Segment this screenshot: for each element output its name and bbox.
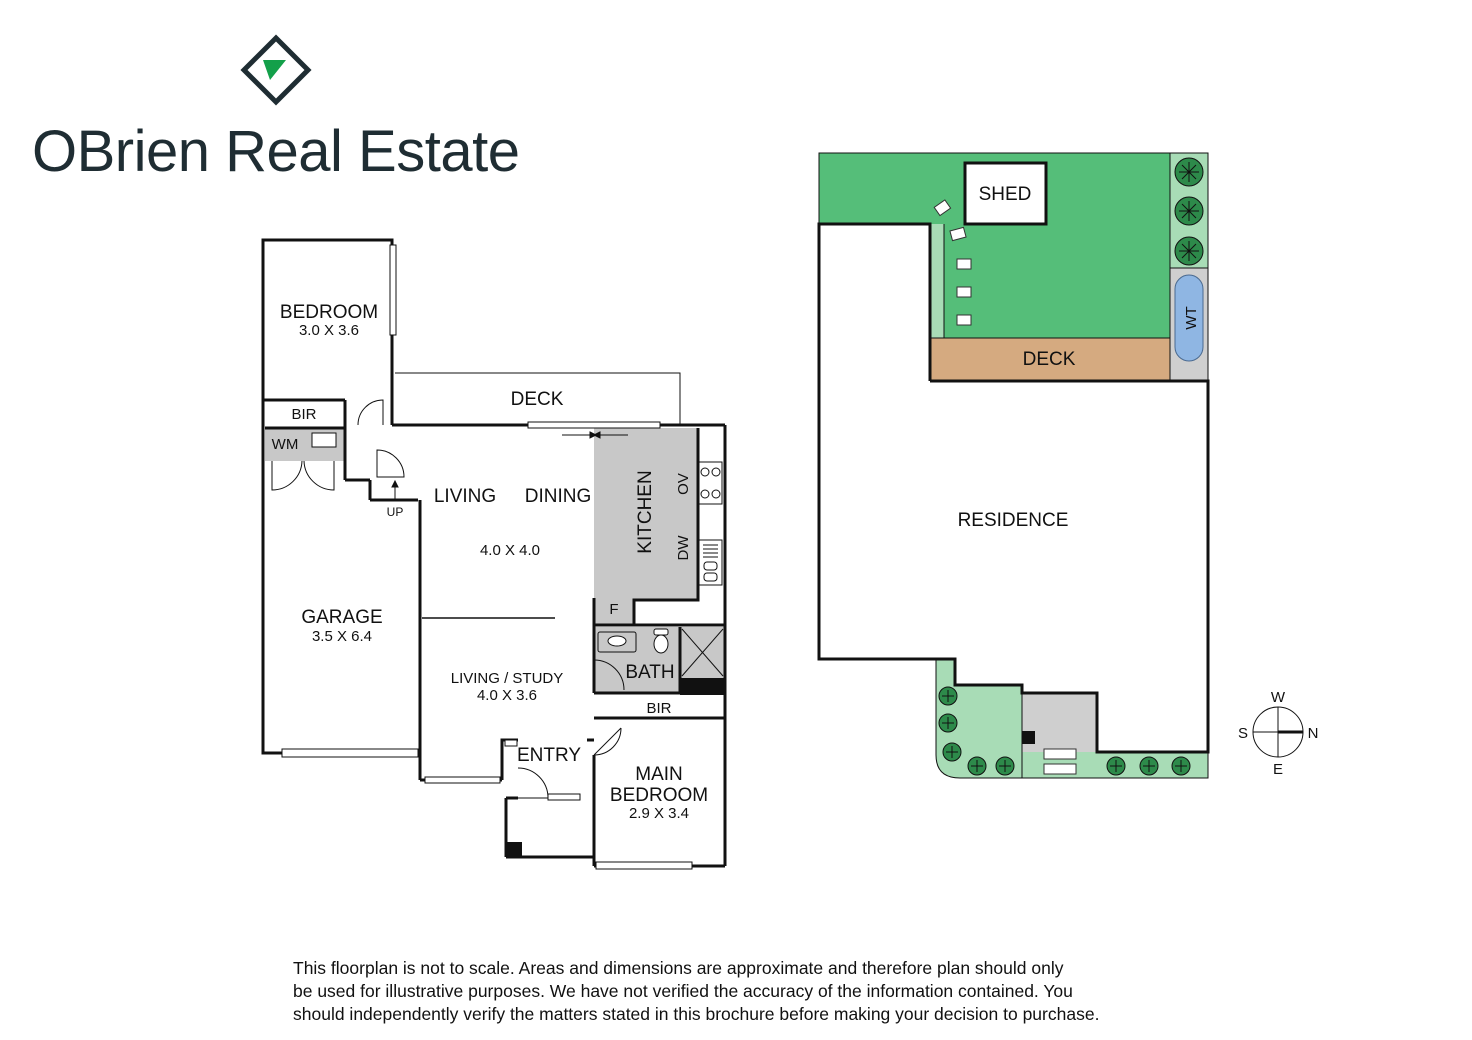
main-bedroom-label-2: BEDROOM xyxy=(610,785,708,806)
up-label: UP xyxy=(387,505,404,519)
kitchen-appliances xyxy=(698,461,723,586)
living-study-label: LIVING / STUDY xyxy=(451,670,564,687)
sliding-door-arrows xyxy=(562,431,628,439)
bath-storage-block xyxy=(680,678,725,695)
fridge-space xyxy=(594,595,634,625)
laundry-tub xyxy=(311,432,337,448)
shed-box xyxy=(963,161,1048,226)
tree-icon xyxy=(938,686,958,706)
main-bedroom-label-1: MAIN xyxy=(635,764,683,785)
site-deck xyxy=(930,338,1170,381)
deck-label: DECK xyxy=(511,389,564,410)
disclaimer: This floorplan is not to scale. Areas an… xyxy=(293,957,1213,1026)
brand-logo xyxy=(30,30,550,190)
entry-label: ENTRY xyxy=(517,745,581,766)
tree-icon xyxy=(967,756,987,776)
site-deck-label: DECK xyxy=(1023,349,1076,370)
garage-label: GARAGE xyxy=(301,607,382,628)
tree-icon xyxy=(1106,756,1126,776)
garden-strip-left xyxy=(930,224,944,338)
stairs-up-arrow xyxy=(391,479,399,500)
tree-icon xyxy=(1174,196,1204,226)
windows xyxy=(281,244,693,870)
dishwasher-label: DW xyxy=(675,535,692,561)
tree-icon xyxy=(1174,236,1204,266)
bedroom-label: BEDROOM xyxy=(280,302,378,323)
kitchen-floor xyxy=(594,428,698,600)
floorplan: BEDROOM 3.0 X 3.6 BIR WM UP DECK LIVING … xyxy=(261,238,727,870)
residence-outline xyxy=(817,222,1210,754)
living-dims: 4.0 X 4.0 xyxy=(480,542,540,559)
stepping-stones xyxy=(933,199,1077,775)
doors xyxy=(271,399,625,799)
tree-icon xyxy=(942,742,962,762)
bath-label: BATH xyxy=(625,662,674,683)
tree-icon xyxy=(1139,756,1159,776)
compass-e: E xyxy=(1273,761,1283,778)
deck-outline xyxy=(395,372,681,425)
residence-label: RESIDENCE xyxy=(958,510,1069,531)
shed-label: SHED xyxy=(979,184,1032,205)
brand-name: OBrien Real Estate xyxy=(32,119,520,184)
bir-top-label: BIR xyxy=(291,406,316,423)
diamond-logo-icon xyxy=(240,34,312,106)
main-bedroom-dims: 2.9 X 3.4 xyxy=(629,805,689,822)
wm-label: WM xyxy=(272,436,299,453)
compass-s: S xyxy=(1238,725,1248,742)
compass-n: N xyxy=(1308,725,1319,742)
lawn-area xyxy=(819,153,1170,338)
entry-post-block xyxy=(506,842,522,857)
tree-icon xyxy=(995,756,1015,776)
living-study-dims: 4.0 X 3.6 xyxy=(477,687,537,704)
siteplan: SHED DECK WT RESIDENCE xyxy=(817,152,1210,779)
disclaimer-line: be used for illustrative purposes. We ha… xyxy=(293,981,1073,1001)
compass-w: W xyxy=(1271,689,1286,706)
bath-fixtures xyxy=(597,628,724,677)
compass-icon: W S N E xyxy=(1238,689,1318,778)
garage-dims: 3.5 X 6.4 xyxy=(312,628,372,645)
bir-main-label: BIR xyxy=(646,700,671,717)
oven-label: OV xyxy=(675,473,692,495)
disclaimer-line: This floorplan is not to scale. Areas an… xyxy=(293,958,1064,978)
water-tank xyxy=(1174,274,1204,362)
water-tank-label: WT xyxy=(1183,306,1200,329)
tree-icon xyxy=(938,713,958,733)
fridge-label: F xyxy=(609,601,618,618)
dining-label: DINING xyxy=(525,486,592,507)
living-label: LIVING xyxy=(434,486,496,507)
meter-block xyxy=(1022,731,1035,744)
kitchen-label: KITCHEN xyxy=(635,470,656,553)
bedroom-dims: 3.0 X 3.6 xyxy=(299,322,359,339)
tree-icon xyxy=(1174,157,1204,187)
tree-icons xyxy=(938,157,1204,776)
tree-icon xyxy=(1171,756,1191,776)
disclaimer-line: should independently verify the matters … xyxy=(293,1004,1100,1024)
